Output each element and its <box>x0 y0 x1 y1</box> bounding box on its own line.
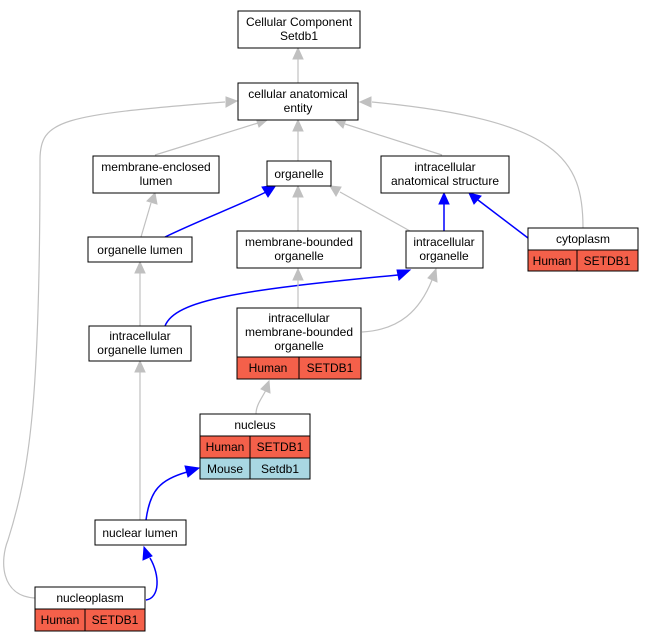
species-label: Human <box>533 254 572 268</box>
edge-ol-mel <box>140 202 152 238</box>
edge-ias-cae <box>344 123 443 156</box>
node-label: organelle <box>274 167 324 181</box>
node-membrane-enclosed-lumen[interactable]: membrane-enclosed lumen <box>92 155 220 194</box>
arrow-io-organelle <box>329 185 342 197</box>
edge-io-organelle <box>339 191 411 232</box>
gene-label: SETDB1 <box>307 361 354 375</box>
node-label: nucleus <box>234 418 275 432</box>
node-label: organelle <box>274 249 324 263</box>
gene-cell-human <box>576 249 639 272</box>
node-label: membrane-enclosed <box>101 160 210 174</box>
gene-label: SETDB1 <box>584 254 631 268</box>
node-intracellular-organelle[interactable]: intracellular organelle <box>405 230 484 269</box>
edge-nucleus-imbo <box>255 389 267 415</box>
arrow-cytoplasm-ias <box>468 192 482 205</box>
node-nucleoplasm[interactable]: nucleoplasm Human SETDB1 <box>34 586 146 632</box>
node-label: cellular anatomical <box>248 87 347 101</box>
arrow-iol-io <box>396 269 412 281</box>
species-label: Mouse <box>207 462 243 476</box>
edge-imbo-io <box>361 279 433 333</box>
edge-iol-io <box>164 274 399 327</box>
gene-cell-human <box>84 608 146 632</box>
node-membrane-bounded-organelle[interactable]: membrane-bounded organelle <box>236 230 362 269</box>
node-label: cytoplasm <box>556 232 610 246</box>
arrow-iol-ol <box>134 260 146 274</box>
arrow-nl-iol <box>134 359 146 373</box>
gene-cell-human <box>298 356 362 380</box>
gene-label: SETDB1 <box>257 440 304 454</box>
node-root[interactable]: Cellular Component Setdb1 <box>237 10 361 49</box>
node-label: organelle lumen <box>97 243 182 257</box>
node-label: nucleoplasm <box>56 591 123 605</box>
node-cytoplasm[interactable]: cytoplasm Human SETDB1 <box>527 227 639 272</box>
node-label: entity <box>284 101 313 115</box>
species-label: Human <box>206 440 245 454</box>
node-label: organelle <box>274 339 324 353</box>
arrow-io-ias <box>438 191 450 205</box>
node-cellular-anatomical-entity[interactable]: cellular anatomical entity <box>237 82 359 121</box>
node-label: lumen <box>140 174 173 188</box>
edge-nl-nucleus <box>145 471 188 521</box>
arrow-ol-organelle <box>261 184 278 198</box>
gene-label: Setdb1 <box>261 462 299 476</box>
node-label: intracellular <box>268 311 329 325</box>
arrow-nl-nucleus <box>184 465 201 478</box>
arrow-mbo-organelle <box>292 184 304 198</box>
arrow-nucleoplasm-nl <box>142 545 153 561</box>
species-label: Human <box>41 613 80 627</box>
node-organelle[interactable]: organelle <box>266 160 332 187</box>
edge-mel-cae <box>154 122 259 156</box>
edge-cytoplasm-ias <box>477 199 529 239</box>
node-label: organelle lumen <box>97 343 182 357</box>
edge-cytoplasm-cae <box>371 101 584 229</box>
node-label: anatomical structure <box>391 174 499 188</box>
node-label: membrane-bounded <box>245 325 353 339</box>
node-label: nuclear lumen <box>102 526 177 540</box>
node-label: Setdb1 <box>280 29 318 43</box>
gene-label: SETDB1 <box>92 613 139 627</box>
node-organelle-lumen[interactable]: organelle lumen <box>87 236 193 263</box>
node-intracellular-anatomical-structure[interactable]: intracellular anatomical structure <box>380 155 510 194</box>
node-label: intracellular <box>109 329 170 343</box>
edge-ol-organelle <box>164 191 267 238</box>
node-nuclear-lumen[interactable]: nuclear lumen <box>94 519 187 546</box>
node-label: intracellular <box>413 235 474 249</box>
arrow-imbo-mbo <box>292 267 304 281</box>
gene-cell-mouse <box>249 457 311 480</box>
arrow-organelle-cae <box>292 118 304 132</box>
node-nucleus[interactable]: nucleus Human SETDB1 Mouse Setdb1 <box>199 413 311 480</box>
arrow-ol-mel <box>146 191 158 205</box>
node-intracellular-membrane-bounded-organelle[interactable]: intracellular membrane-bounded organelle… <box>236 307 362 380</box>
node-label: organelle <box>419 249 469 263</box>
arrow-nucleoplasm-cae <box>225 96 239 108</box>
node-intracellular-organelle-lumen[interactable]: intracellular organelle lumen <box>88 325 192 362</box>
node-label: Cellular Component <box>246 15 353 29</box>
arrow-imbo-io <box>427 267 438 283</box>
edge-nucleoplasm-nl <box>145 557 158 601</box>
arrow-nucleus-imbo <box>260 379 271 394</box>
node-label: membrane-bounded <box>245 235 353 249</box>
species-label: Human <box>249 361 288 375</box>
arrow-cae-root <box>292 46 304 60</box>
edge-nucleoplasm-cae <box>3 101 226 599</box>
arrow-cytoplasm-cae <box>358 96 372 108</box>
node-label: intracellular <box>414 160 475 174</box>
